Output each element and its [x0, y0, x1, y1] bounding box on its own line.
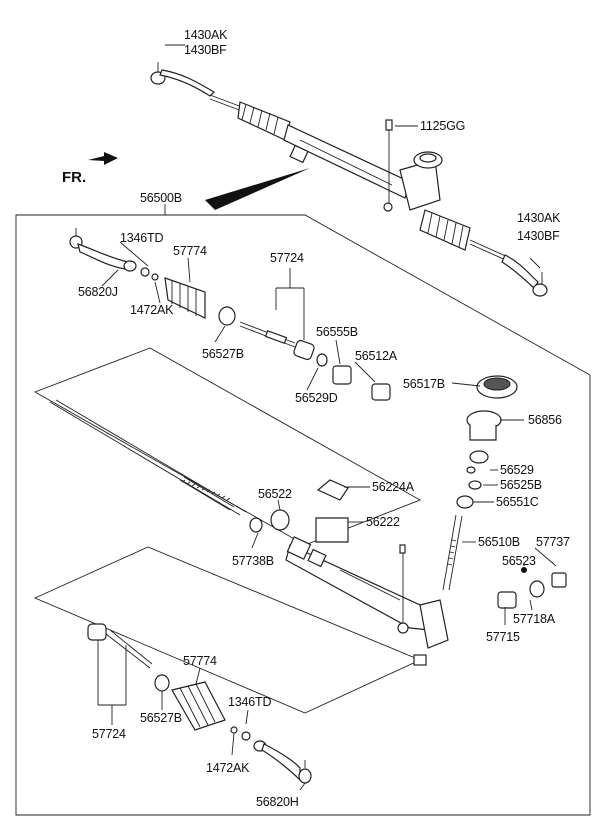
gear-housing: [285, 536, 449, 666]
washer-1472AK-bot: [230, 726, 238, 734]
label-57715: 57715: [486, 630, 520, 644]
label-1430BF-top: 1430BF: [184, 43, 227, 57]
cap-56517B: [476, 375, 518, 399]
boot-57774-top: [164, 277, 206, 319]
label-56522: 56522: [258, 487, 292, 501]
label-1125GG: 1125GG: [420, 119, 465, 133]
label-57774-top: 57774: [173, 244, 207, 258]
boot-57774-bot: [171, 681, 226, 731]
label-fr: FR.: [62, 169, 86, 186]
label-1430BF-right: 1430BF: [517, 229, 560, 243]
ring-56529D: [316, 353, 328, 367]
label-56555B: 56555B: [316, 325, 358, 339]
nut-1346TD-top: [140, 267, 150, 277]
bush-56512A: [371, 383, 391, 401]
label-56224A: 56224A: [372, 480, 415, 494]
label-56510B: 56510B: [478, 535, 520, 549]
part-labels: 1430AK 1430BF 1125GG FR. 56500B 1430AK 1…: [62, 28, 570, 809]
label-57724-bot: 57724: [92, 727, 126, 741]
inner-rod-57724-top: [239, 321, 315, 361]
label-56517B: 56517B: [403, 377, 445, 391]
rack-bar: [49, 399, 247, 516]
label-56856: 56856: [528, 413, 562, 427]
label-56529: 56529: [500, 463, 534, 477]
inner-rod-57724-bot: [87, 623, 153, 669]
label-56222: 56222: [366, 515, 400, 529]
snap-ring-56525B: [468, 480, 482, 490]
label-56525B: 56525B: [500, 478, 542, 492]
tie-rod-end-56820J: [69, 228, 137, 272]
label-1346TD-bot: 1346TD: [228, 695, 271, 709]
label-57738B: 57738B: [232, 554, 274, 568]
label-1430AK-right: 1430AK: [517, 211, 561, 225]
label-56527B-top: 56527B: [202, 347, 244, 361]
explode-arrow-icon: [205, 168, 310, 210]
seal-56551C: [456, 495, 474, 509]
label-56523: 56523: [502, 554, 536, 568]
label-56820J: 56820J: [78, 285, 118, 299]
plug-56523: [521, 567, 527, 573]
yoke-57715: [497, 591, 517, 609]
label-57718A: 57718A: [513, 612, 556, 626]
spring-57718A: [529, 580, 545, 598]
rack-panel: [33, 347, 422, 546]
bearing-57738B: [249, 517, 263, 533]
tie-rod-end-56820H: [253, 740, 312, 784]
bush-56222: [315, 517, 349, 543]
assembled-steering-gear: [150, 62, 548, 297]
label-57724-top: 57724: [270, 251, 304, 265]
label-1472AK-bot: 1472AK: [206, 761, 250, 775]
label-57737: 57737: [536, 535, 570, 549]
seal-56522: [270, 509, 290, 531]
seal-56529: [469, 450, 489, 464]
label-1346TD-top: 1346TD: [120, 231, 163, 245]
label-1472AK-top: 1472AK: [130, 303, 174, 317]
label-56527B-bot: 56527B: [140, 711, 182, 725]
label-57774-bot: 57774: [183, 654, 217, 668]
clamp-56527B-top: [218, 306, 236, 326]
assembly-frame: [15, 214, 591, 816]
bush-56555B: [332, 365, 352, 385]
label-56500B: 56500B: [140, 191, 182, 205]
bracket-56224A: [316, 479, 349, 501]
bearing-56856: [466, 410, 502, 441]
label-1430AK-top: 1430AK: [184, 28, 228, 42]
lock-nut-57737: [551, 572, 567, 588]
label-56529D: 56529D: [295, 391, 338, 405]
clamp-56527B-bot: [154, 674, 170, 692]
label-56512A: 56512A: [355, 349, 398, 363]
label-56551C: 56551C: [496, 495, 539, 509]
pinion-56510B: [442, 514, 463, 591]
front-direction-arrow-icon: [88, 152, 118, 165]
label-56820H: 56820H: [256, 795, 299, 809]
nut-1346TD-bot: [241, 731, 251, 741]
ring-56529-small: [466, 466, 476, 474]
leader-lines: [101, 241, 557, 791]
washer-1472AK-top: [151, 273, 159, 281]
